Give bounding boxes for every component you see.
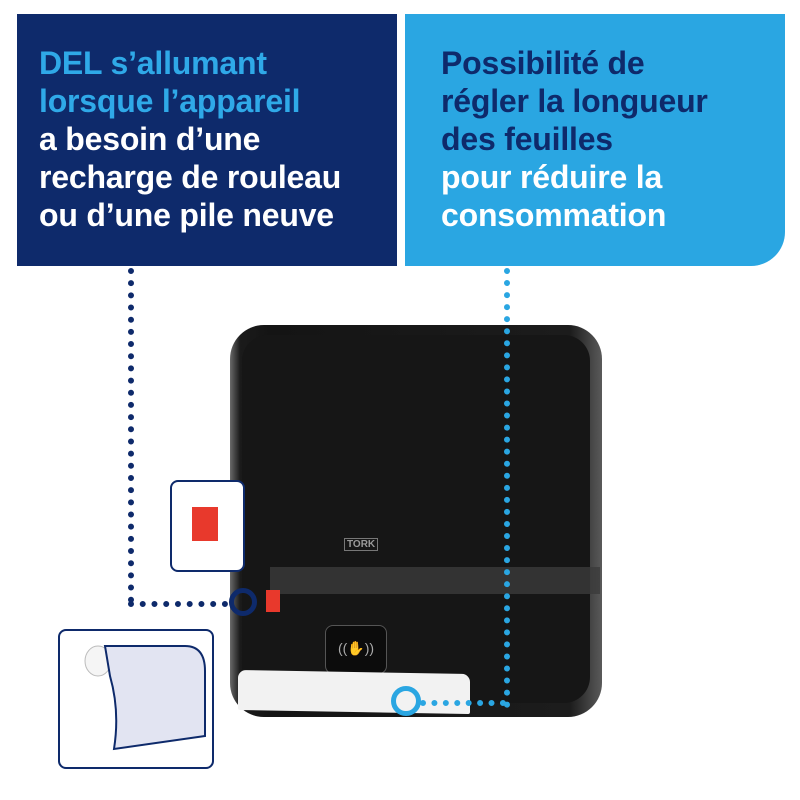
sheet-length-feature-panel: Possibilité de régler la longueur des fe…	[405, 14, 785, 266]
left-text-line: ou d’une pile neuve	[39, 197, 334, 233]
left-text-line: DEL s’allumant	[39, 45, 267, 81]
right-dotted-leader	[420, 700, 506, 706]
led-feature-panel: DEL s’allumant lorsque l’appareil a beso…	[17, 14, 397, 266]
led-marker-ring	[229, 588, 257, 616]
led-indicator	[266, 590, 280, 612]
left-dotted-leader	[128, 601, 228, 607]
right-text-line: régler la longueur	[441, 83, 708, 119]
right-dotted-leader	[504, 268, 510, 708]
hand-wave-icon: ((✋))	[325, 625, 387, 674]
left-dotted-leader	[128, 268, 134, 603]
right-text-line: pour réduire la	[441, 159, 663, 195]
left-text-line: recharge de rouleau	[39, 159, 342, 195]
right-text-line: des feuilles	[441, 121, 613, 157]
left-text-line: lorsque l’appareil	[39, 83, 301, 119]
left-text-line: a besoin d’une	[39, 121, 261, 157]
paper-roll-callout	[58, 629, 214, 769]
paper-roll-icon	[84, 645, 206, 751]
paper-towel	[238, 669, 470, 715]
led-zoom-callout	[170, 480, 245, 572]
towel-dispenser	[230, 325, 602, 717]
led-zoom-indicator	[192, 507, 218, 541]
tork-logo: TORK	[344, 538, 379, 551]
sheet-length-marker-ring	[391, 686, 421, 716]
right-text-line: consommation	[441, 197, 667, 233]
right-text-line: Possibilité de	[441, 45, 645, 81]
dispenser-window-band	[270, 567, 600, 594]
